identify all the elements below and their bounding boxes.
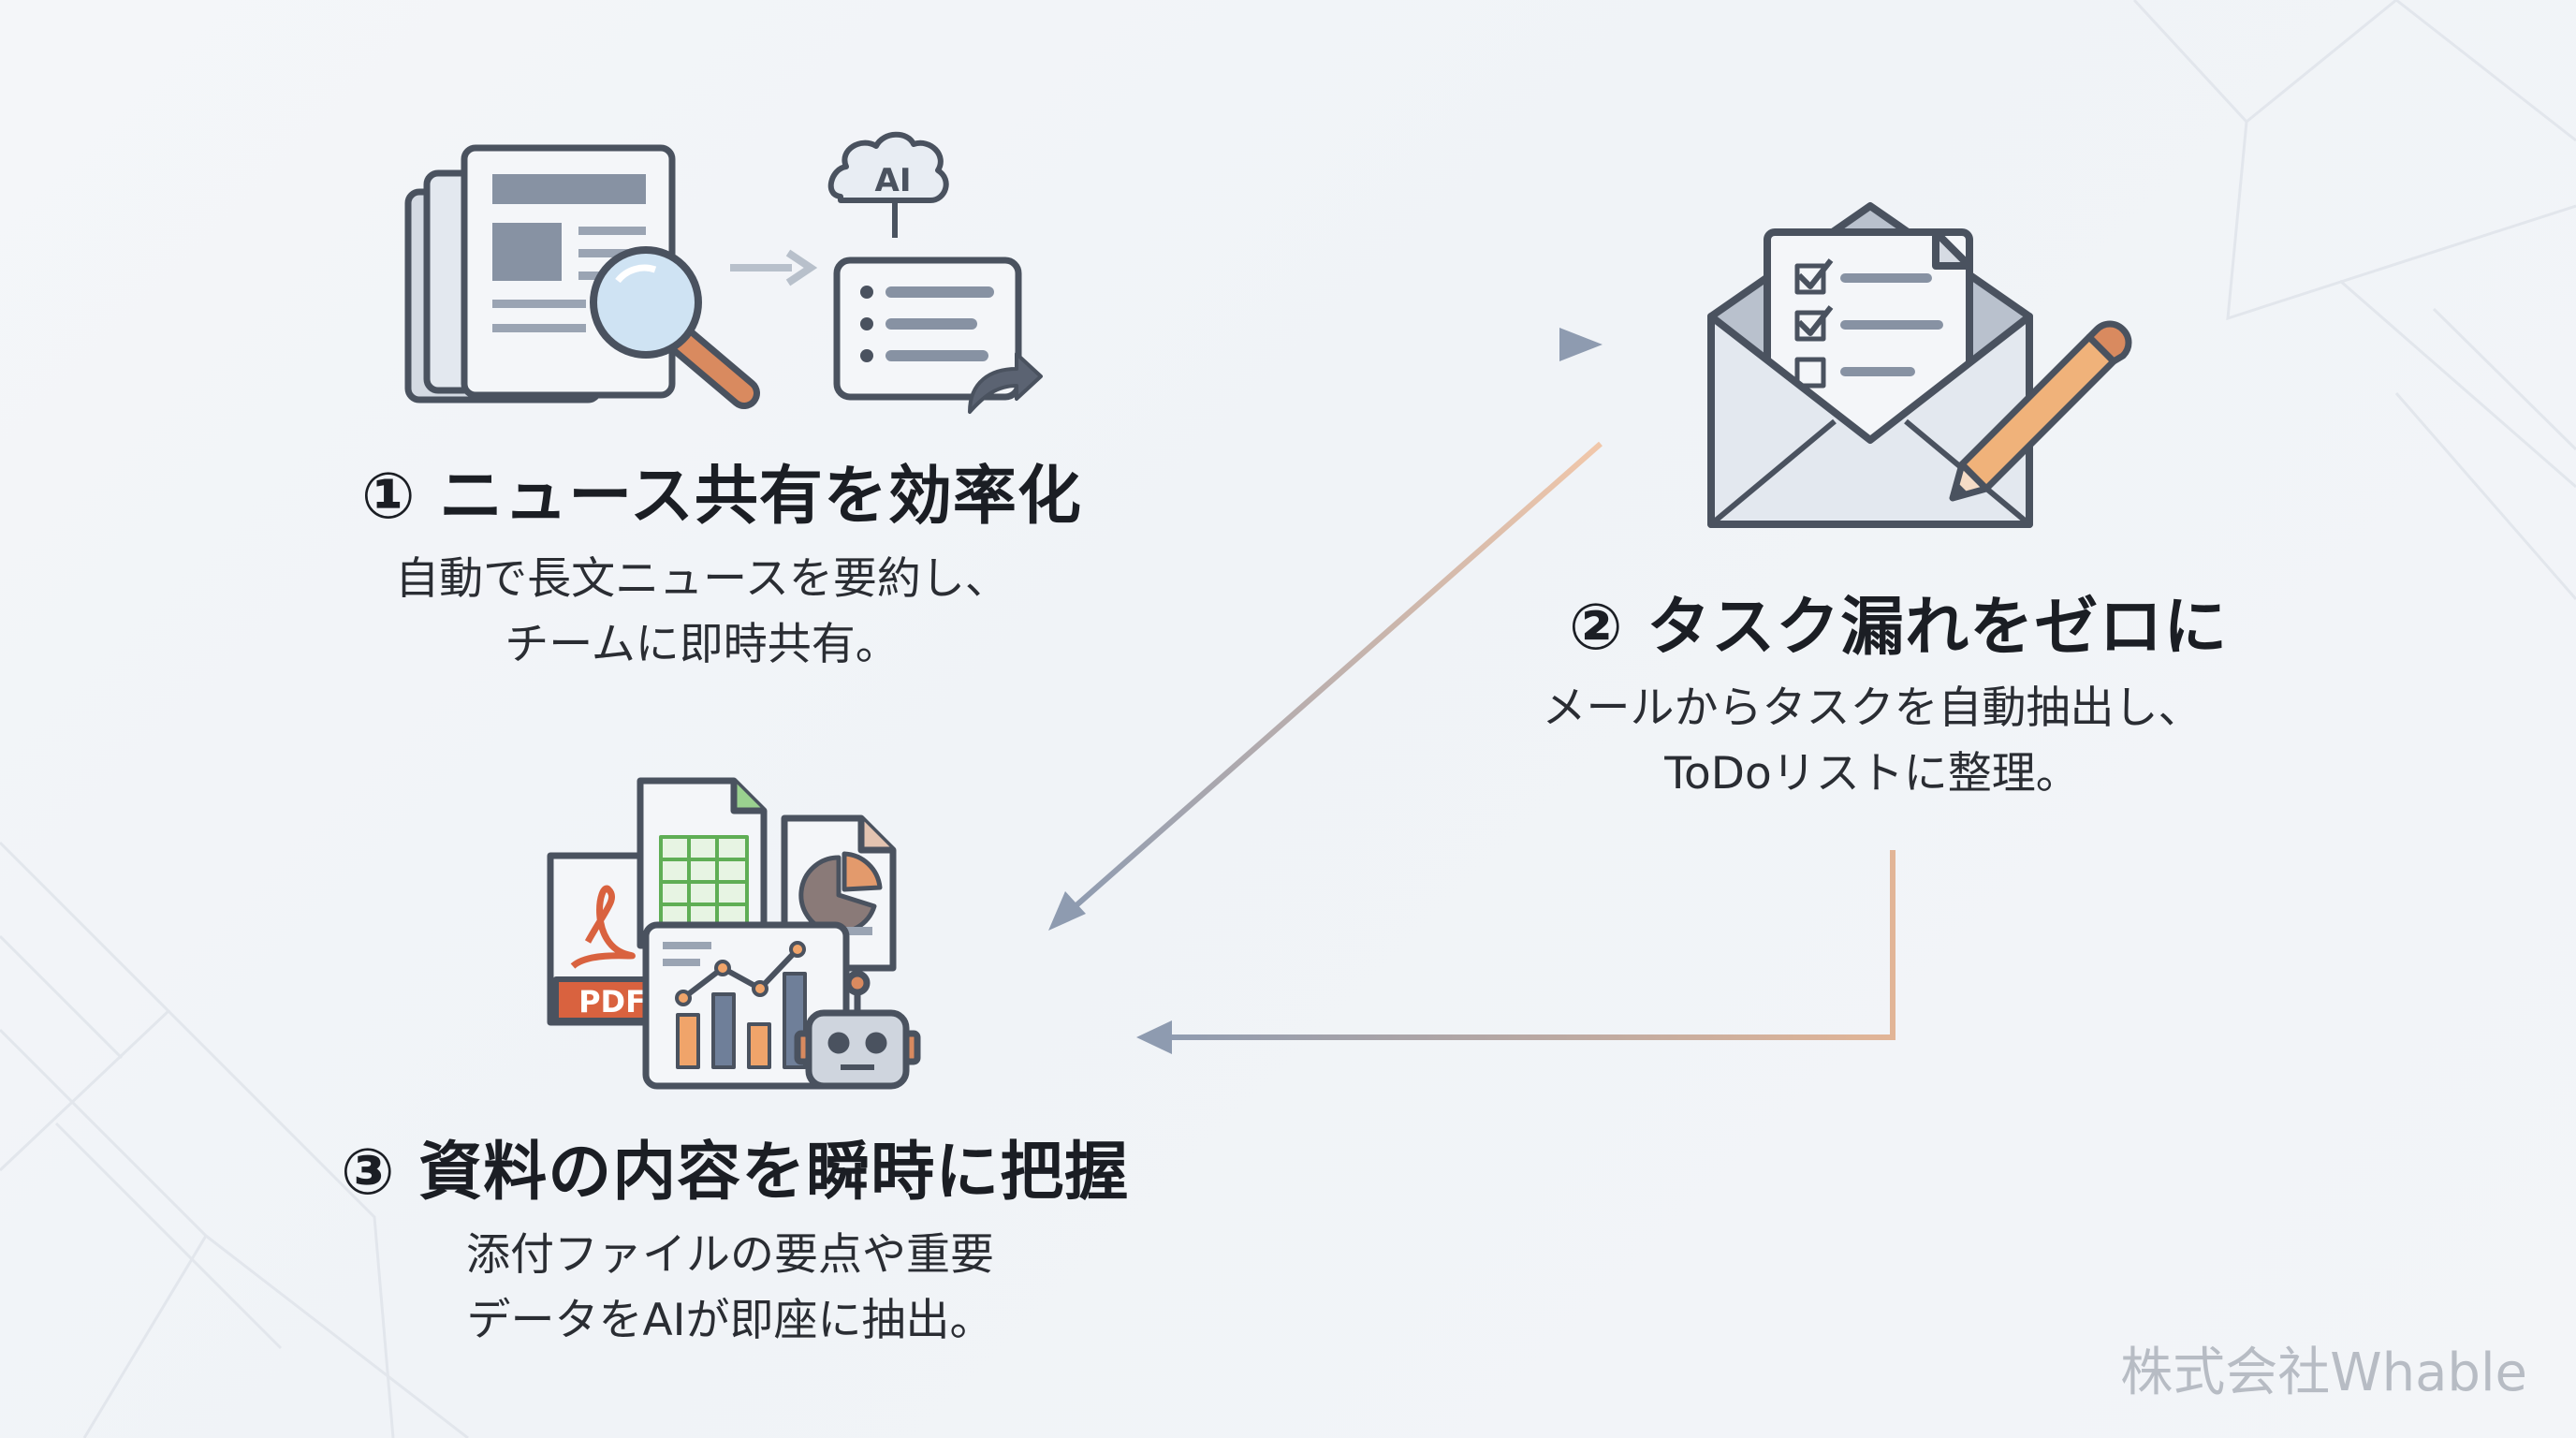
- company-name: 株式会社Whable: [2120, 1343, 2527, 1403]
- robot-icon: [794, 970, 921, 1090]
- small-arrow-icon: [730, 249, 818, 286]
- step2-desc-line1: メールからタスクを自動抽出し、: [1542, 682, 2203, 734]
- pencil-icon: [1949, 320, 2132, 502]
- step1-desc-line1: 自動で長文ニュースを要約し、: [395, 553, 1009, 605]
- arrow-step2-to-step3: [1048, 441, 1603, 931]
- summary-list-icon: [833, 257, 1043, 414]
- arrow-loop-back: [1136, 850, 1895, 1054]
- step2-title: ② タスク漏れをゼロに: [1569, 591, 2229, 665]
- spreadsheet-document-icon: [637, 777, 768, 949]
- step3-desc-line2: データをAIが即座に抽出。: [466, 1295, 994, 1346]
- step3-description: 添付ファイルの要点や重要 データをAIが即座に抽出。: [402, 1223, 1058, 1354]
- pdf-label: PDF: [578, 984, 646, 1020]
- step3-title: ③ 資料の内容を瞬時に把握: [341, 1136, 1130, 1210]
- step1-desc-line2: チームに即時共有。: [505, 619, 900, 670]
- arrow-step1-to-step2: [1129, 328, 1603, 361]
- ai-brain-icon: AI: [827, 131, 949, 238]
- step2-description: メールからタスクを自動抽出し、 ToDoリストに整理。: [1516, 676, 2228, 807]
- step1-title: ① ニュース共有を効率化: [361, 460, 1082, 534]
- magnifier-icon: [590, 246, 760, 409]
- step1-description: 自動で長文ニュースを要約し、 チームに即時共有。: [384, 547, 1020, 678]
- newspaper-icon: [404, 144, 676, 404]
- ai-label: AI: [875, 162, 912, 199]
- step3-desc-line1: 添付ファイルの要点や重要: [466, 1229, 994, 1281]
- step2-desc-line2: ToDoリストに整理。: [1664, 748, 2080, 800]
